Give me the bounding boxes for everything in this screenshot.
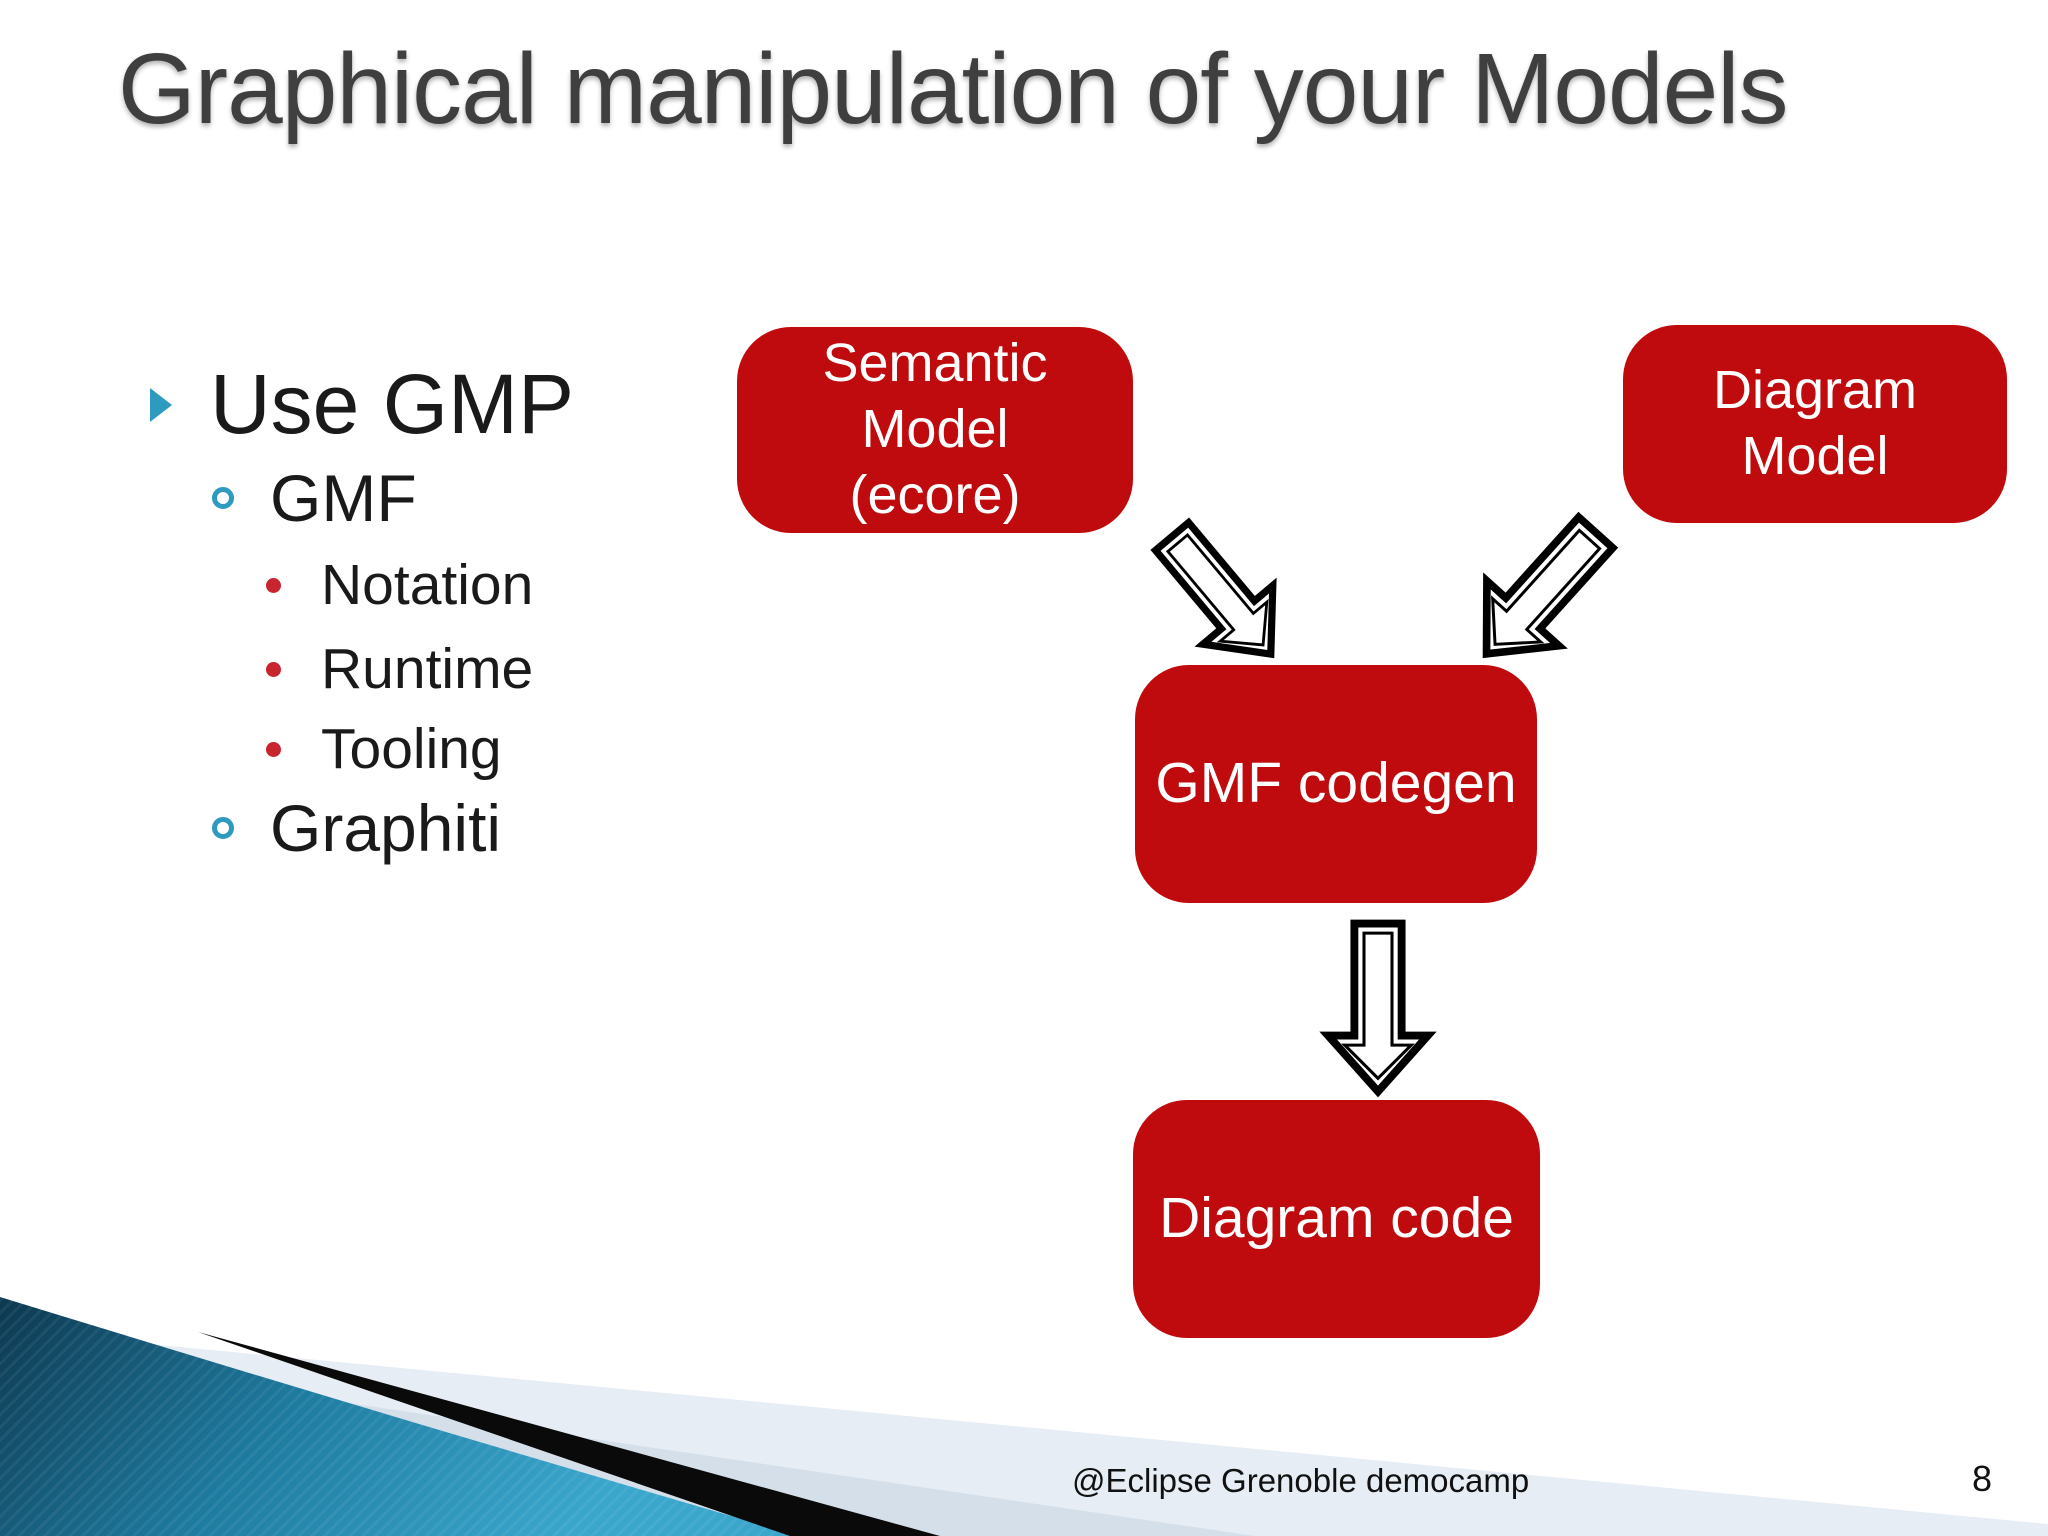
triangle-bullet-icon [150,387,172,422]
list-item-gmf: GMF [212,460,417,536]
dot-bullet-icon [266,661,281,677]
node-label-line: Diagram [1712,360,1918,421]
circle-bullet-icon [212,817,234,839]
node-label-line: Model [1741,426,1889,486]
list-item-label: Tooling [321,717,502,781]
node-diagram-model: Diagram Model [1623,325,2007,523]
arrow-diagrammodel-to-codegen-icon [1451,500,1632,686]
list-item-tooling: Tooling [266,716,502,782]
list-item-label: Graphiti [270,791,502,865]
node-label-line: Diagram code [1159,1186,1514,1251]
node-label-line: GMF codegen [1155,751,1517,816]
decor-black-band [198,1332,940,1536]
node-diagram-code: Diagram code [1133,1100,1540,1338]
list-item-label: Use GMP [210,357,575,451]
dot-bullet-icon [266,741,281,757]
node-label-line: Semantic [822,333,1048,394]
arrow-semantic-to-codegen-icon [1137,507,1306,683]
circle-bullet-icon [212,487,234,509]
list-item-graphiti: Graphiti [212,790,501,866]
node-label-line: (ecore) [849,464,1021,525]
list-item-label: GMF [270,461,417,535]
list-item-notation: Notation [266,552,533,618]
node-label-line: Model [861,399,1009,460]
page-number: 8 [1972,1458,1993,1499]
list-item-use-gmp: Use GMP [150,356,574,453]
node-semantic-model: Semantic Model (ecore) [737,327,1133,533]
corner-decoration [0,1297,2048,1536]
node-gmf-codegen: GMF codegen [1135,665,1537,903]
arrow-codegen-to-diagramcode-icon [1328,924,1428,1092]
page-title: Graphical manipulation of your Models [118,33,1788,145]
decor-teal-wedge-texture [0,1297,800,1536]
dot-bullet-icon [266,577,281,593]
list-item-runtime: Runtime [266,636,533,702]
list-item-label: Notation [321,553,534,617]
footer-credit: @Eclipse Grenoble democamp [1072,1462,1530,1499]
list-item-label: Runtime [321,637,534,701]
